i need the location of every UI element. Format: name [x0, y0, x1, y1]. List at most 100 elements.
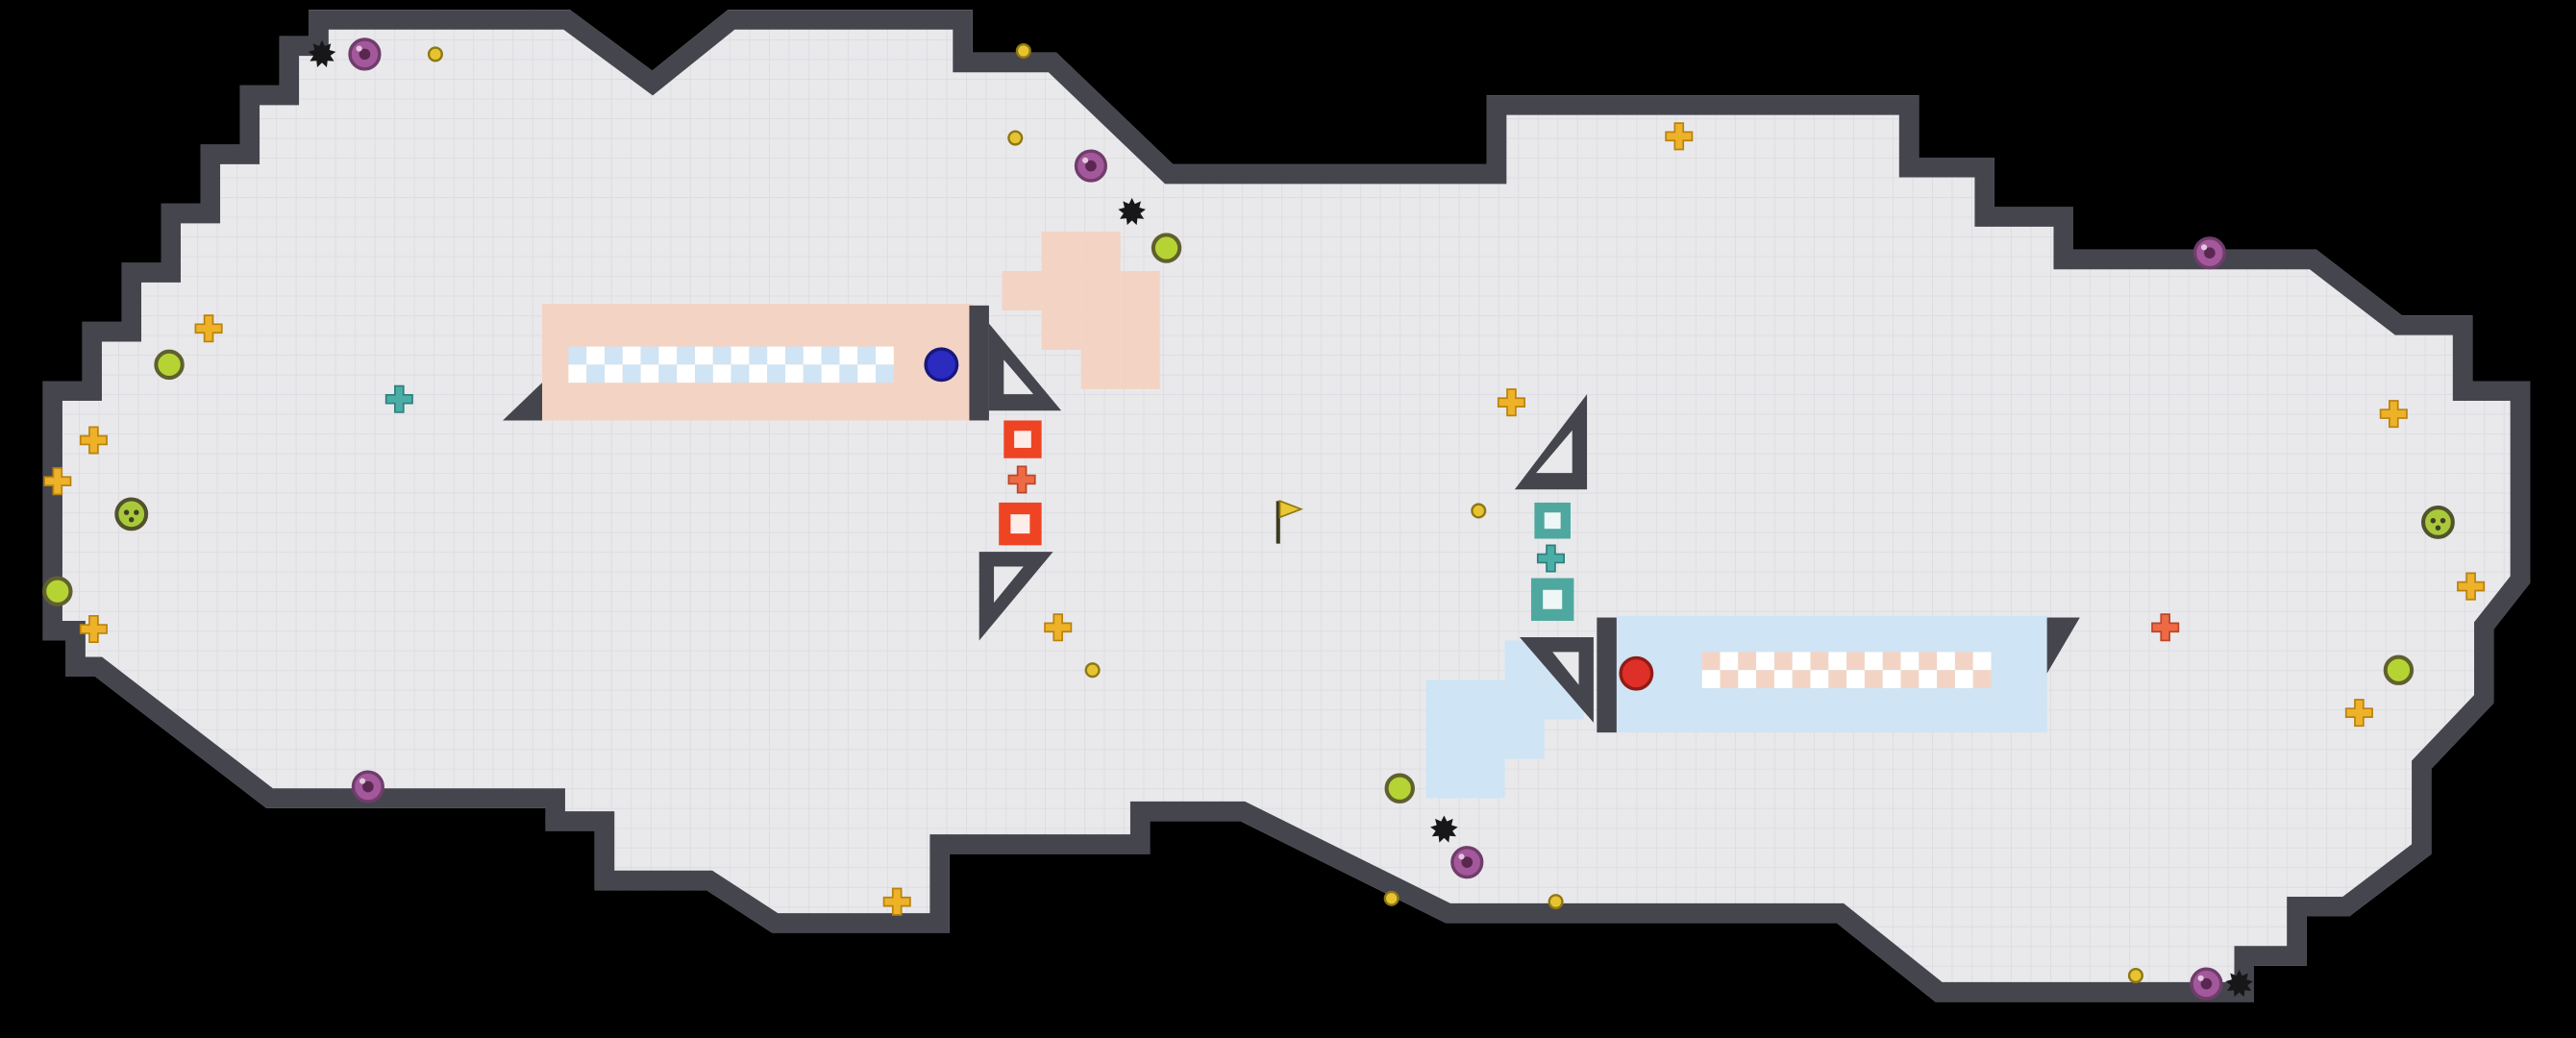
green-orb	[1384, 773, 1415, 803]
pink-tile-cluster-cell	[1080, 349, 1121, 389]
gold-dot	[1471, 503, 1487, 519]
drone-glint	[2197, 975, 2204, 981]
switch-block-core	[1543, 589, 1563, 609]
gold-piece-shape	[2344, 699, 2373, 728]
flag-pennant	[1278, 499, 1304, 519]
blue-platform-checker-cell	[1882, 670, 1901, 689]
teal-cross-shape	[384, 384, 413, 413]
gold-dot-shape	[1548, 894, 1564, 910]
pink-platform-checker-cell	[857, 364, 876, 383]
pink-platform-checker-cell	[640, 364, 659, 383]
pink-platform-checker-cell	[784, 346, 804, 365]
pink-platform-checker-cell	[767, 346, 785, 365]
ramp-inner	[1003, 359, 1034, 395]
pink-platform-checker-cell	[784, 364, 804, 383]
pink-platform-checker-cell	[604, 364, 623, 383]
gear-mine	[2225, 970, 2253, 998]
blue-tile-cluster-cell	[1465, 680, 1505, 720]
drone-glint	[356, 45, 362, 52]
pink-platform-checker-cell	[803, 364, 822, 383]
blue-platform-checker-cell	[1738, 652, 1757, 671]
switch-orb-dot	[129, 516, 135, 523]
switch-block	[1534, 502, 1571, 539]
blue-platform-checker-cell	[1919, 670, 1938, 689]
pink-platform-checker-cell	[767, 364, 785, 383]
pink-tile-cluster-cell	[1080, 270, 1121, 310]
drone-core	[2204, 247, 2216, 259]
pink-platform-checker-cell	[586, 346, 605, 365]
gold-dot	[2127, 968, 2143, 984]
gold-piece-shape	[79, 426, 108, 455]
pink-tile-cluster-cell	[1041, 231, 1081, 271]
orange-cross-shape	[2151, 613, 2180, 642]
blue-platform-checker-cell	[1900, 652, 1920, 671]
blue-platform-checker-cell	[1846, 670, 1865, 689]
pink-tile-cluster-cell	[1120, 309, 1160, 350]
wall-wedge	[503, 383, 543, 421]
switch-block	[1530, 578, 1574, 621]
pink-platform-checker-cell	[658, 364, 678, 383]
switch-orb-dot	[123, 509, 130, 515]
pink-platform-checker-cell	[875, 364, 894, 383]
gear-mine	[1430, 815, 1458, 843]
pink-platform-checker-cell	[821, 364, 840, 383]
switch-block	[999, 502, 1042, 546]
gold-piece	[79, 426, 108, 455]
blue-platform-checker-cell	[1954, 670, 1973, 689]
blue-platform-checker-cell	[1773, 670, 1793, 689]
gold-dot	[1548, 894, 1564, 910]
green-orb	[1151, 233, 1182, 263]
blue-platform-checker-cell	[1828, 652, 1847, 671]
blue-platform-checker-cell	[1900, 670, 1920, 689]
pink-platform-checker-cell	[622, 346, 641, 365]
flag	[1276, 499, 1304, 544]
blue-platform-checker-cell	[1919, 652, 1938, 671]
blue-platform-checker-cell	[1882, 652, 1901, 671]
blue-tile-cluster-cell	[1425, 680, 1466, 720]
orange-cross-shape	[1007, 465, 1036, 494]
gold-dot	[427, 46, 443, 62]
gold-piece-shape	[1497, 388, 1525, 417]
blue-player-orb	[924, 347, 959, 383]
wall-stub	[1597, 617, 1617, 733]
gold-dot-shape	[2127, 968, 2143, 984]
green-orb-body	[2383, 655, 2415, 685]
blue-platform-checker-cell	[1756, 652, 1774, 671]
orange-cross	[1007, 465, 1036, 494]
gold-dot	[1084, 662, 1101, 679]
drone-core	[1461, 856, 1474, 868]
drone	[348, 37, 382, 71]
drone-core	[2200, 977, 2213, 990]
gold-piece	[882, 887, 911, 916]
pink-platform-checker-cell	[712, 346, 731, 365]
ramp-triangle	[1514, 394, 1588, 490]
red-player-orb	[1619, 655, 1654, 691]
pink-platform-checker-cell	[658, 346, 678, 365]
gold-piece-shape	[2379, 400, 2408, 429]
gear-mine	[1118, 197, 1146, 226]
gold-dot-shape	[1471, 503, 1487, 519]
pink-tile-cluster-cell	[1120, 349, 1160, 389]
blue-platform-checker-cell	[1810, 652, 1829, 671]
pink-platform-checker-cell	[640, 346, 659, 365]
pink-platform-checker-cell	[731, 364, 750, 383]
blue-platform-checker-cell	[1773, 652, 1793, 671]
blue-platform-checker-cell	[1720, 670, 1739, 689]
pink-tile-cluster-cell	[1041, 309, 1081, 350]
blue-platform-checker-cell	[1756, 670, 1774, 689]
teal-cross-shape	[1536, 544, 1565, 573]
pink-platform-checker-cell	[712, 364, 731, 383]
switch-orb-dot	[134, 509, 139, 515]
pink-platform-checker-cell	[694, 346, 713, 365]
pink-platform-checker-cell	[749, 364, 768, 383]
blue-platform	[1616, 615, 2047, 733]
gold-piece-shape	[79, 614, 108, 644]
pink-platform-checker-cell	[839, 346, 858, 365]
blue-platform-checker-cell	[1864, 652, 1883, 671]
pink-tile-cluster-cell	[1002, 270, 1042, 310]
gold-dot-shape	[1084, 662, 1101, 679]
teal-cross	[384, 384, 413, 413]
pink-platform-checker-cell	[677, 364, 695, 383]
